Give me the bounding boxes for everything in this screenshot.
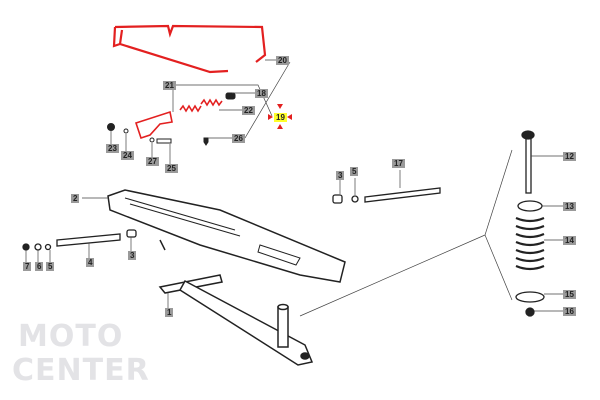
callout-23[interactable]: 23	[106, 144, 119, 153]
callout-4[interactable]: 4	[86, 258, 95, 267]
callout-18[interactable]: 18	[255, 89, 268, 98]
callout-20[interactable]: 20	[276, 56, 289, 65]
callout-6[interactable]: 6	[35, 262, 44, 271]
callout-25[interactable]: 25	[165, 164, 178, 173]
part-4-pin[interactable]	[56, 233, 121, 247]
callout-14[interactable]: 14	[563, 236, 576, 245]
callout-5-right[interactable]: 5	[350, 167, 359, 176]
callout-16[interactable]: 16	[563, 307, 576, 316]
callout-13[interactable]: 13	[563, 202, 576, 211]
part-3-nut-left[interactable]	[126, 229, 137, 238]
part-7-nut[interactable]	[22, 243, 30, 251]
part-2-luggage-rack[interactable]	[107, 189, 346, 283]
callout-2[interactable]: 2	[71, 194, 80, 203]
part-12-bolt[interactable]	[525, 137, 532, 194]
part-27-washer[interactable]	[149, 137, 155, 143]
part-16-nut[interactable]	[525, 307, 535, 317]
part-6-washer[interactable]	[34, 243, 42, 251]
callout-21[interactable]: 21	[163, 81, 176, 90]
part-18-bolt[interactable]	[225, 92, 236, 100]
part-5-washer-right[interactable]	[351, 195, 359, 203]
callout-27[interactable]: 27	[146, 157, 159, 166]
selection-arrows-icon	[268, 104, 292, 129]
part-26-screw[interactable]	[203, 137, 209, 146]
part-14-spring[interactable]	[515, 216, 545, 271]
part-15-seat[interactable]	[515, 291, 545, 303]
watermark: MOTO	[18, 319, 124, 354]
part-24-washer[interactable]	[123, 128, 129, 134]
part-23-nut[interactable]	[107, 123, 115, 131]
callout-19-selected[interactable]: 19	[274, 113, 287, 122]
callout-15[interactable]: 15	[563, 290, 576, 299]
callout-26[interactable]: 26	[232, 134, 245, 143]
callout-3-left[interactable]: 3	[128, 251, 137, 260]
part-25-bolt[interactable]	[156, 138, 172, 144]
callout-12[interactable]: 12	[563, 152, 576, 161]
callout-3-right[interactable]: 3	[336, 171, 345, 180]
part-3-nut-right[interactable]	[332, 194, 343, 204]
callout-17[interactable]: 17	[392, 159, 405, 168]
part-17-pin[interactable]	[364, 187, 441, 203]
part-1-stand[interactable]	[158, 274, 314, 366]
part-20-wire-frame[interactable]	[112, 24, 267, 74]
callout-24[interactable]: 24	[121, 151, 134, 160]
callout-5-left[interactable]: 5	[46, 262, 55, 271]
part-5-washer-left[interactable]	[44, 243, 52, 251]
callout-7[interactable]: 7	[23, 262, 32, 271]
callout-22[interactable]: 22	[242, 106, 255, 115]
callout-1[interactable]: 1	[165, 308, 174, 317]
part-22-springs[interactable]	[179, 98, 223, 113]
part-21-bracket[interactable]	[134, 110, 173, 140]
watermark: CENTER	[12, 353, 150, 388]
part-13-cap[interactable]	[517, 200, 543, 212]
